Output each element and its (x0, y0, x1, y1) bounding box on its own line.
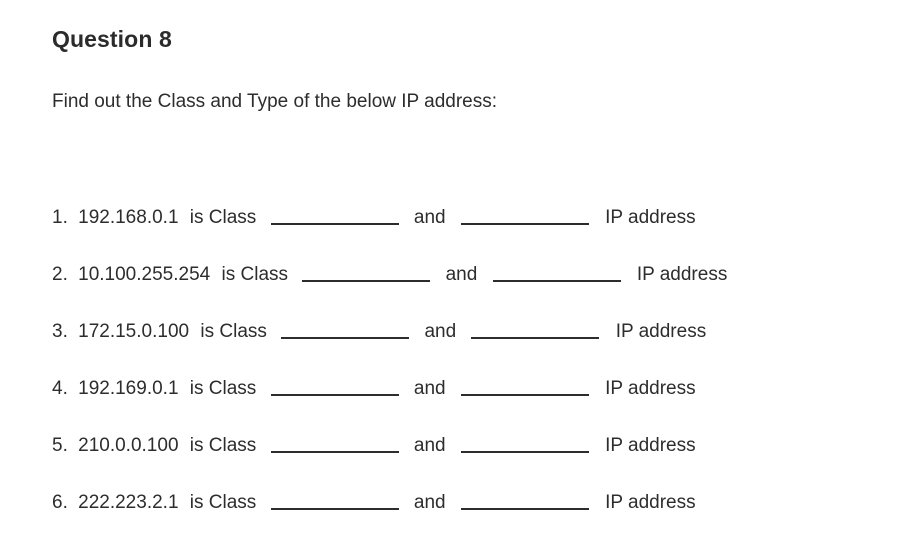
item-index: 1. (52, 207, 68, 228)
item-is-class-label: is Class (189, 207, 257, 228)
class-answer-blank[interactable] (270, 205, 399, 225)
item-ip-address: 222.223.2.1 (78, 492, 179, 513)
item-ip-address: 192.169.0.1 (78, 378, 179, 399)
type-answer-blank[interactable] (460, 490, 589, 510)
item-is-class-label: is Class (200, 321, 267, 342)
class-answer-blank[interactable] (302, 262, 431, 282)
type-answer-blank[interactable] (460, 433, 589, 453)
item-index: 3. (52, 321, 68, 342)
item-and-label: and (413, 435, 446, 456)
page-title: Question 8 (52, 26, 172, 52)
list-item: 5. 210.0.0.100 is Class and IP address (52, 431, 882, 488)
question-prompt: Find out the Class and Type of the below… (52, 91, 498, 112)
class-answer-blank[interactable] (281, 319, 410, 339)
type-answer-blank[interactable] (492, 262, 621, 282)
item-ip-address-label: IP address (636, 264, 728, 285)
list-item: 2. 10.100.255.254 is Class and IP addres… (52, 260, 882, 317)
item-and-label: and (413, 207, 446, 228)
item-index: 4. (52, 378, 68, 399)
item-ip-address-label: IP address (605, 378, 696, 399)
list-item: 6. 222.223.2.1 is Class and IP address (52, 488, 882, 545)
item-and-label: and (413, 492, 446, 513)
item-index: 2. (52, 264, 68, 285)
list-item: 1. 192.168.0.1 is Class and IP address (52, 203, 882, 260)
item-ip-address-label: IP address (605, 435, 696, 456)
item-ip-address-label: IP address (615, 321, 707, 342)
item-and-label: and (424, 321, 457, 342)
list-item: 4. 192.169.0.1 is Class and IP address (52, 374, 882, 431)
list-item: 3. 172.15.0.100 is Class and IP address (52, 317, 882, 374)
item-ip-address-label: IP address (605, 207, 696, 228)
item-ip-address: 172.15.0.100 (78, 321, 190, 342)
item-ip-address: 10.100.255.254 (78, 264, 211, 285)
item-index: 6. (52, 492, 68, 513)
class-answer-blank[interactable] (270, 490, 399, 510)
item-is-class-label: is Class (189, 435, 257, 456)
class-answer-blank[interactable] (270, 376, 399, 396)
type-answer-blank[interactable] (471, 319, 600, 339)
item-is-class-label: is Class (221, 264, 289, 285)
item-index: 5. (52, 435, 68, 456)
type-answer-blank[interactable] (460, 376, 589, 396)
question-item-list: 1. 192.168.0.1 is Class and IP address 2… (52, 203, 882, 545)
item-is-class-label: is Class (189, 378, 257, 399)
item-ip-address: 210.0.0.100 (78, 435, 179, 456)
item-ip-address-label: IP address (605, 492, 696, 513)
class-answer-blank[interactable] (270, 433, 399, 453)
item-is-class-label: is Class (189, 492, 257, 513)
type-answer-blank[interactable] (460, 205, 589, 225)
item-and-label: and (445, 264, 478, 285)
item-ip-address: 192.168.0.1 (78, 207, 179, 228)
item-and-label: and (413, 378, 446, 399)
